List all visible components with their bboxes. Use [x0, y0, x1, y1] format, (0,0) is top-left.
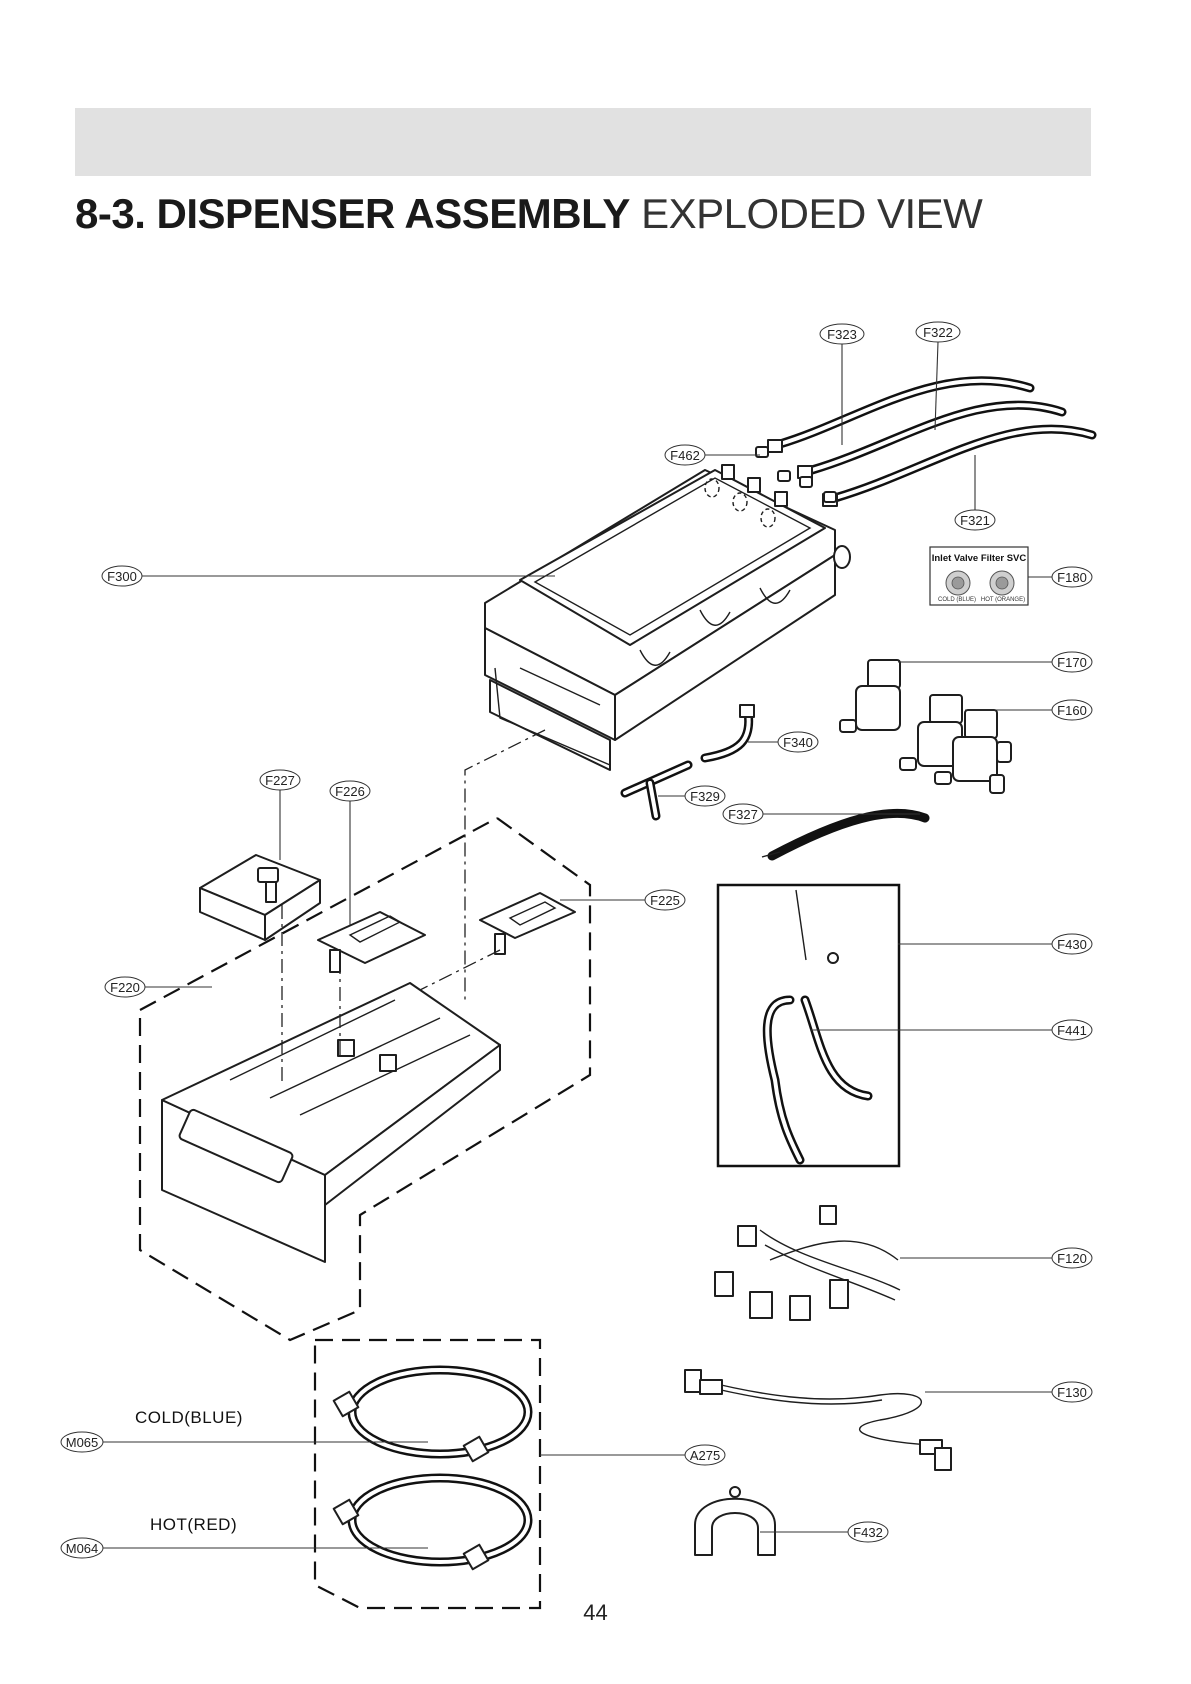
- callout-F170: F170: [1057, 655, 1087, 670]
- callout-F327: F327: [728, 807, 758, 822]
- drawer-inserts: [317, 892, 576, 973]
- water-valves: [839, 659, 1012, 794]
- callout-F120: F120: [1057, 1251, 1087, 1266]
- cold-blue-label: COLD(BLUE): [135, 1408, 243, 1427]
- callout-F180: F180: [1057, 570, 1087, 585]
- page-title: 8-3. DISPENSER ASSEMBLY EXPLODED VIEW: [75, 188, 983, 240]
- callout-M065: M065: [66, 1435, 99, 1450]
- callout-F130: F130: [1057, 1385, 1087, 1400]
- hose-guide: [694, 1486, 776, 1556]
- dispenser-housing: [484, 464, 851, 771]
- inset-hot-label: HOT (ORANGE): [981, 597, 1025, 603]
- callout-F432: F432: [853, 1525, 883, 1540]
- page-title-light: EXPLODED VIEW: [641, 190, 983, 237]
- callout-F462: F462: [670, 448, 700, 463]
- alignment-lines: [281, 729, 546, 1085]
- callout-F220: F220: [110, 980, 140, 995]
- small-hoses: [620, 704, 930, 861]
- callout-F160: F160: [1057, 703, 1087, 718]
- wire-harness-f130: [684, 1369, 952, 1471]
- inset-cold-label: COLD (BLUE): [938, 597, 976, 603]
- drain-hose-group: [716, 883, 901, 1168]
- inlet-hoses: [767, 376, 1097, 507]
- header-band: [75, 108, 1091, 176]
- callout-F227: F227: [265, 773, 295, 788]
- page-title-bold: 8-3. DISPENSER ASSEMBLY: [75, 190, 630, 237]
- callout-F323: F323: [827, 327, 857, 342]
- softener-cap: [199, 854, 321, 941]
- callout-M064: M064: [66, 1541, 99, 1556]
- inset-title: Inlet Valve Filter SVC: [932, 553, 1027, 564]
- wire-harness-f120: [714, 1205, 901, 1321]
- callout-A275: A275: [690, 1448, 720, 1463]
- callout-F441: F441: [1057, 1023, 1087, 1038]
- callouts: F323 F322 F462 F321 F300 F180 F170 F160 …: [60, 321, 1093, 1559]
- callout-F300: F300: [107, 569, 137, 584]
- hot-red-label: HOT(RED): [150, 1515, 237, 1534]
- hose-clamps: [755, 446, 837, 503]
- callout-F225: F225: [650, 893, 680, 908]
- inlet-valve-filter-inset: Inlet Valve Filter SVC COLD (BLUE) HOT (…: [929, 546, 1029, 606]
- inlet-hose-kit: [313, 1338, 542, 1610]
- callout-F340: F340: [783, 735, 813, 750]
- leader-lines: [103, 341, 1062, 1549]
- callout-F322: F322: [923, 325, 953, 340]
- callout-F430: F430: [1057, 937, 1087, 952]
- page-number: 44: [583, 1600, 608, 1625]
- callout-F321: F321: [960, 513, 990, 528]
- callout-F329: F329: [690, 789, 720, 804]
- callout-F226: F226: [335, 784, 365, 799]
- detergent-drawer-group: [138, 817, 592, 1342]
